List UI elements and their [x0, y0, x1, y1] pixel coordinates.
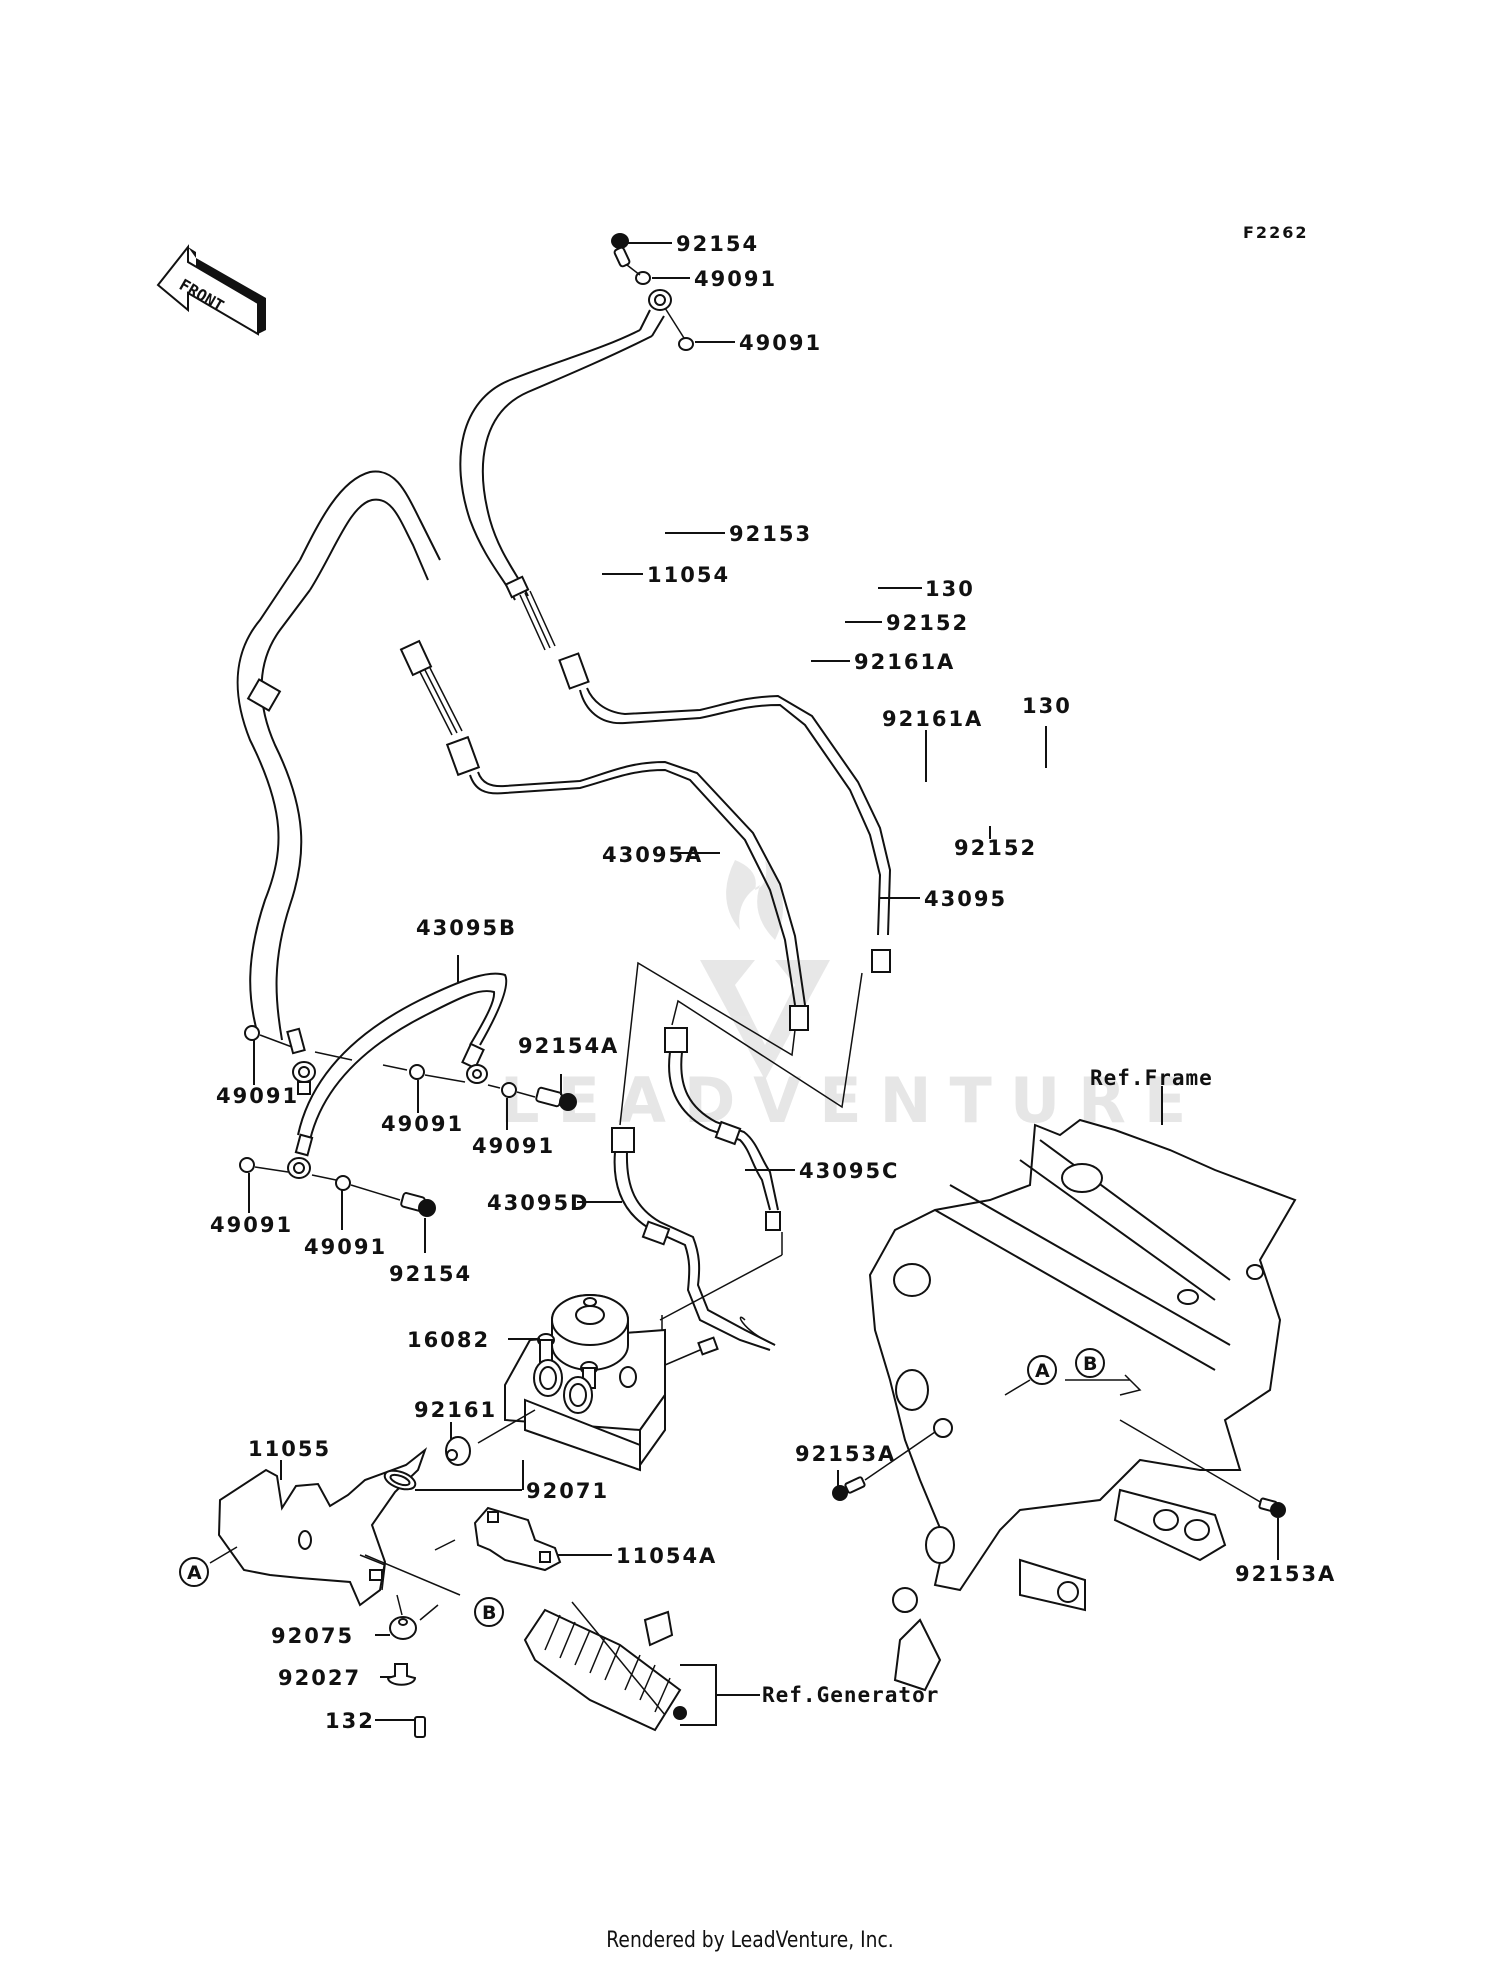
callout-11054[interactable]: 11054	[647, 563, 730, 587]
callout-49091[interactable]: 49091	[472, 1134, 555, 1158]
lower-bracket-assembly	[217, 1436, 687, 1738]
svg-text:A: A	[187, 1562, 202, 1584]
callout-49091[interactable]: 49091	[304, 1235, 387, 1259]
callout-43095a[interactable]: 43095A	[602, 843, 703, 867]
callout-43095b[interactable]: 43095B	[416, 916, 517, 940]
callout-92154a[interactable]: 92154A	[518, 1034, 619, 1058]
reference-generator[interactable]: Ref.Generator	[762, 1683, 939, 1707]
marker-b-frame: B	[1075, 1348, 1105, 1378]
callout-49091[interactable]: 49091	[210, 1213, 293, 1237]
banjo-bolt-icon	[611, 233, 631, 268]
washer-icon	[933, 1418, 953, 1438]
banjo-bolt-icon	[400, 1192, 436, 1217]
svg-text:B: B	[1083, 1353, 1097, 1375]
figure-code: F2262	[1243, 223, 1308, 242]
marker-b-left: B	[474, 1597, 504, 1627]
washer-icon	[501, 1082, 517, 1098]
callout-92161a[interactable]: 92161A	[882, 707, 983, 731]
left-long-hose	[236, 470, 809, 1095]
washer-icon	[409, 1064, 425, 1080]
front-arrow-icon: FRONT	[156, 244, 266, 336]
callout-labels: 92154 49091 49091 92153 11054 130 92152 …	[210, 232, 1336, 1733]
callout-130[interactable]: 130	[1022, 694, 1072, 718]
screw-icon	[414, 1716, 426, 1738]
callout-92152[interactable]: 92152	[886, 611, 969, 635]
reference-frame[interactable]: Ref.Frame	[1090, 1066, 1213, 1090]
collar-icon	[386, 1663, 417, 1686]
banjo-bolt-icon	[535, 1086, 577, 1111]
svg-text:A: A	[1035, 1360, 1050, 1382]
washer-icon	[335, 1175, 351, 1191]
callout-43095[interactable]: 43095	[924, 887, 1007, 911]
callout-92071[interactable]: 92071	[526, 1479, 609, 1503]
washer-icon	[244, 1025, 260, 1041]
callout-92153a[interactable]: 92153A	[795, 1442, 896, 1466]
marker-a-frame: A	[1004, 1355, 1057, 1396]
callout-49091[interactable]: 49091	[739, 331, 822, 355]
watermark: LEADVENTURE	[500, 860, 1186, 1137]
washer-icon	[678, 337, 694, 351]
frame-reference	[832, 1118, 1297, 1692]
callout-130[interactable]: 130	[925, 577, 975, 601]
callout-92152[interactable]: 92152	[954, 836, 1037, 860]
callout-92075[interactable]: 92075	[271, 1624, 354, 1648]
callout-92153[interactable]: 92153	[729, 522, 812, 546]
abs-hydraulic-unit	[477, 1294, 719, 1472]
marker-a-left: A	[179, 1546, 238, 1587]
callout-11054a[interactable]: 11054A	[616, 1544, 717, 1568]
flange-bolt-icon	[832, 1476, 866, 1501]
upper-front-hose	[459, 233, 892, 973]
callout-92154[interactable]: 92154	[676, 232, 759, 256]
washer-icon	[239, 1157, 255, 1173]
hose-43095b	[287, 972, 508, 1179]
watermark-logo	[700, 860, 830, 1080]
callout-16082[interactable]: 16082	[407, 1328, 490, 1352]
rubber-damper-icon	[389, 1616, 417, 1640]
callout-49091[interactable]: 49091	[216, 1084, 299, 1108]
callout-49091[interactable]: 49091	[694, 267, 777, 291]
callout-132[interactable]: 132	[325, 1709, 375, 1733]
leader-lines	[248, 242, 1279, 1726]
flange-bolt-icon	[1258, 1497, 1286, 1518]
footer-credit: Rendered by LeadVenture, Inc.	[606, 1928, 894, 1953]
callout-92154[interactable]: 92154	[389, 1262, 472, 1286]
callout-92153a[interactable]: 92153A	[1235, 1562, 1336, 1586]
callout-43095d[interactable]: 43095D	[487, 1191, 590, 1215]
callout-92027[interactable]: 92027	[278, 1666, 361, 1690]
callout-92161a[interactable]: 92161A	[854, 650, 955, 674]
callout-49091[interactable]: 49091	[381, 1112, 464, 1136]
hose-43095d	[611, 1127, 783, 1351]
svg-text:B: B	[482, 1602, 496, 1624]
callout-43095c[interactable]: 43095C	[799, 1159, 899, 1183]
pipe-routing-lines	[619, 961, 863, 1126]
hose-43095c	[664, 1027, 781, 1231]
callout-92161[interactable]: 92161	[414, 1398, 497, 1422]
callout-11055[interactable]: 11055	[248, 1437, 331, 1461]
